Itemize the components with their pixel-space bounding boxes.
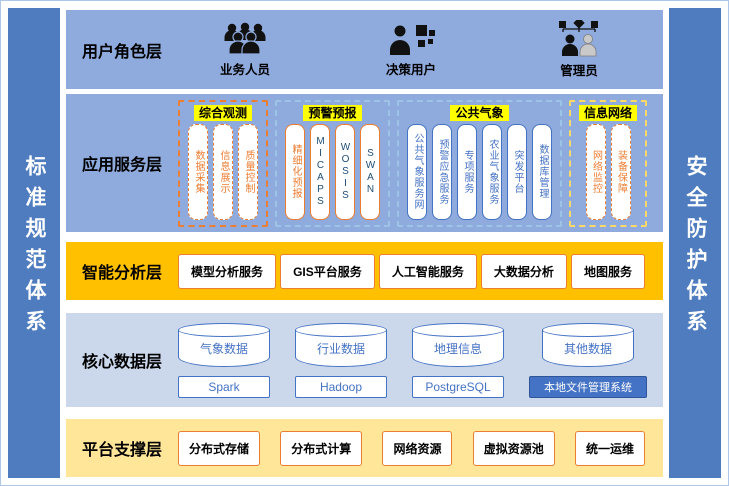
platform-chip: 统一运维 <box>574 430 645 466</box>
app-group-items: 数据采集 信息展示 质量控制 <box>188 123 258 220</box>
layer-label-application: 应用服务层 <box>81 157 162 174</box>
analysis-service-chip: 大数据分析 <box>480 253 567 289</box>
app-group-items: 精细化预报 MICAPS WOSIS SWAN <box>285 123 380 220</box>
layer-user-role: 用户角色层 业务人员 <box>66 10 663 89</box>
cylinder-top <box>542 322 634 337</box>
core-data-grid: 气象数据 Spark 行业数据 Hadoop 地理信息 PostgreSQ <box>178 313 663 407</box>
app-item: MICAPS <box>310 123 330 220</box>
database-cylinder: 行业数据 <box>295 322 387 367</box>
application-groups: 综合观测 数据采集 信息展示 质量控制 预警预报 精细化预报 MICAPS WO… <box>178 99 663 227</box>
app-item: 突发平台 <box>507 123 527 220</box>
app-item: 信息展示 <box>213 123 233 220</box>
app-item: 公共气象服务网 <box>407 123 427 220</box>
analysis-service-chip: 人工智能服务 <box>378 253 477 289</box>
admin-org-icon <box>559 20 598 57</box>
app-item: 专项服务 <box>457 123 477 220</box>
app-item: 质量控制 <box>238 123 258 220</box>
cylinder-top <box>412 322 504 337</box>
app-item: 网络监控 <box>585 123 606 220</box>
app-group-comprehensive-observation: 综合观测 数据采集 信息展示 质量控制 <box>178 99 268 227</box>
app-group-items: 网络监控 装备保障 <box>585 123 631 220</box>
data-column: 其他数据 本地文件管理系统 <box>529 322 647 398</box>
layer-intelligent-analysis: 智能分析层 模型分析服务 GIS平台服务 人工智能服务 大数据分析 地图服务 <box>66 242 663 300</box>
user-roles: 业务人员 决策用户 <box>178 20 663 79</box>
engine-chip: 本地文件管理系统 <box>529 375 647 398</box>
app-group-warning-forecast: 预警预报 精细化预报 MICAPS WOSIS SWAN <box>275 99 390 227</box>
app-item: 预警应急服务 <box>432 123 452 220</box>
platform-chip: 网络资源 <box>382 430 453 466</box>
role-decision-users: 决策用户 <box>384 21 438 78</box>
app-group-public-meteorology: 公共气象 公共气象服务网 预警应急服务 专项服务 农业气象服务 突发平台 数据库… <box>397 99 562 227</box>
app-item: WOSIS <box>335 123 355 220</box>
app-item: 装备保障 <box>610 123 631 220</box>
role-label: 决策用户 <box>385 63 436 77</box>
database-label: 气象数据 <box>199 341 248 356</box>
platform-chip: 分布式计算 <box>280 430 363 466</box>
database-cylinder: 气象数据 <box>178 322 270 367</box>
app-group-items: 公共气象服务网 预警应急服务 专项服务 农业气象服务 突发平台 数据库管理 <box>407 123 552 220</box>
analysis-service-chip: GIS平台服务 <box>280 253 375 289</box>
database-cylinder: 地理信息 <box>412 322 504 367</box>
layer-core-data: 核心数据层 气象数据 Spark 行业数据 Hadoop <box>66 313 663 407</box>
data-column: 行业数据 Hadoop <box>295 322 387 398</box>
database-label: 行业数据 <box>316 341 365 356</box>
layer-platform-support: 平台支撑层 分布式存储 分布式计算 网络资源 虚拟资源池 统一运维 <box>66 419 663 477</box>
database-label: 地理信息 <box>433 341 482 356</box>
platform-chip: 分布式存储 <box>178 430 261 466</box>
app-item: SWAN <box>360 123 380 220</box>
database-label: 其他数据 <box>563 341 612 356</box>
data-column: 地理信息 PostgreSQL <box>412 322 504 398</box>
layer-label-analysis: 智能分析层 <box>81 265 162 282</box>
role-label: 管理员 <box>560 64 598 78</box>
app-group-title: 信息网络 <box>579 104 638 121</box>
analysis-services: 模型分析服务 GIS平台服务 人工智能服务 大数据分析 地图服务 <box>178 253 663 289</box>
engine-chip: Spark <box>178 375 270 398</box>
decision-user-icon <box>390 25 435 55</box>
app-group-information-network: 信息网络 网络监控 装备保障 <box>569 99 648 227</box>
app-group-title: 预警预报 <box>303 104 362 121</box>
left-sidebar-standards: 标准规范体系 <box>8 8 60 478</box>
app-item: 数据采集 <box>188 123 208 220</box>
layer-label-user-role: 用户角色层 <box>81 43 162 61</box>
cylinder-top <box>295 322 387 337</box>
platform-resources: 分布式存储 分布式计算 网络资源 虚拟资源池 统一运维 <box>178 430 663 466</box>
engine-chip: Hadoop <box>295 375 387 398</box>
people-group-icon <box>224 22 266 55</box>
platform-chip: 虚拟资源池 <box>472 430 555 466</box>
analysis-service-chip: 地图服务 <box>570 253 645 289</box>
layer-application-services: 应用服务层 综合观测 数据采集 信息展示 质量控制 预警预报 精细化预报 MIC… <box>66 94 663 232</box>
app-item: 数据库管理 <box>532 123 552 220</box>
role-label: 业务人员 <box>219 63 270 77</box>
main-diagram: 用户角色层 业务人员 <box>66 0 663 486</box>
app-group-title: 综合观测 <box>193 104 252 121</box>
data-column: 气象数据 Spark <box>178 322 270 398</box>
layer-label-core-data: 核心数据层 <box>81 354 162 371</box>
layer-label-platform: 平台支撑层 <box>81 442 162 459</box>
app-item: 农业气象服务 <box>482 123 502 220</box>
cylinder-top <box>178 322 270 337</box>
role-admin: 管理员 <box>550 20 608 79</box>
analysis-service-chip: 模型分析服务 <box>178 253 277 289</box>
app-group-title: 公共气象 <box>450 104 509 121</box>
app-item: 精细化预报 <box>285 123 305 220</box>
engine-chip: PostgreSQL <box>412 375 504 398</box>
database-cylinder: 其他数据 <box>542 322 634 367</box>
right-sidebar-security: 安全防护体系 <box>669 8 721 478</box>
role-business-users: 业务人员 <box>218 21 272 78</box>
